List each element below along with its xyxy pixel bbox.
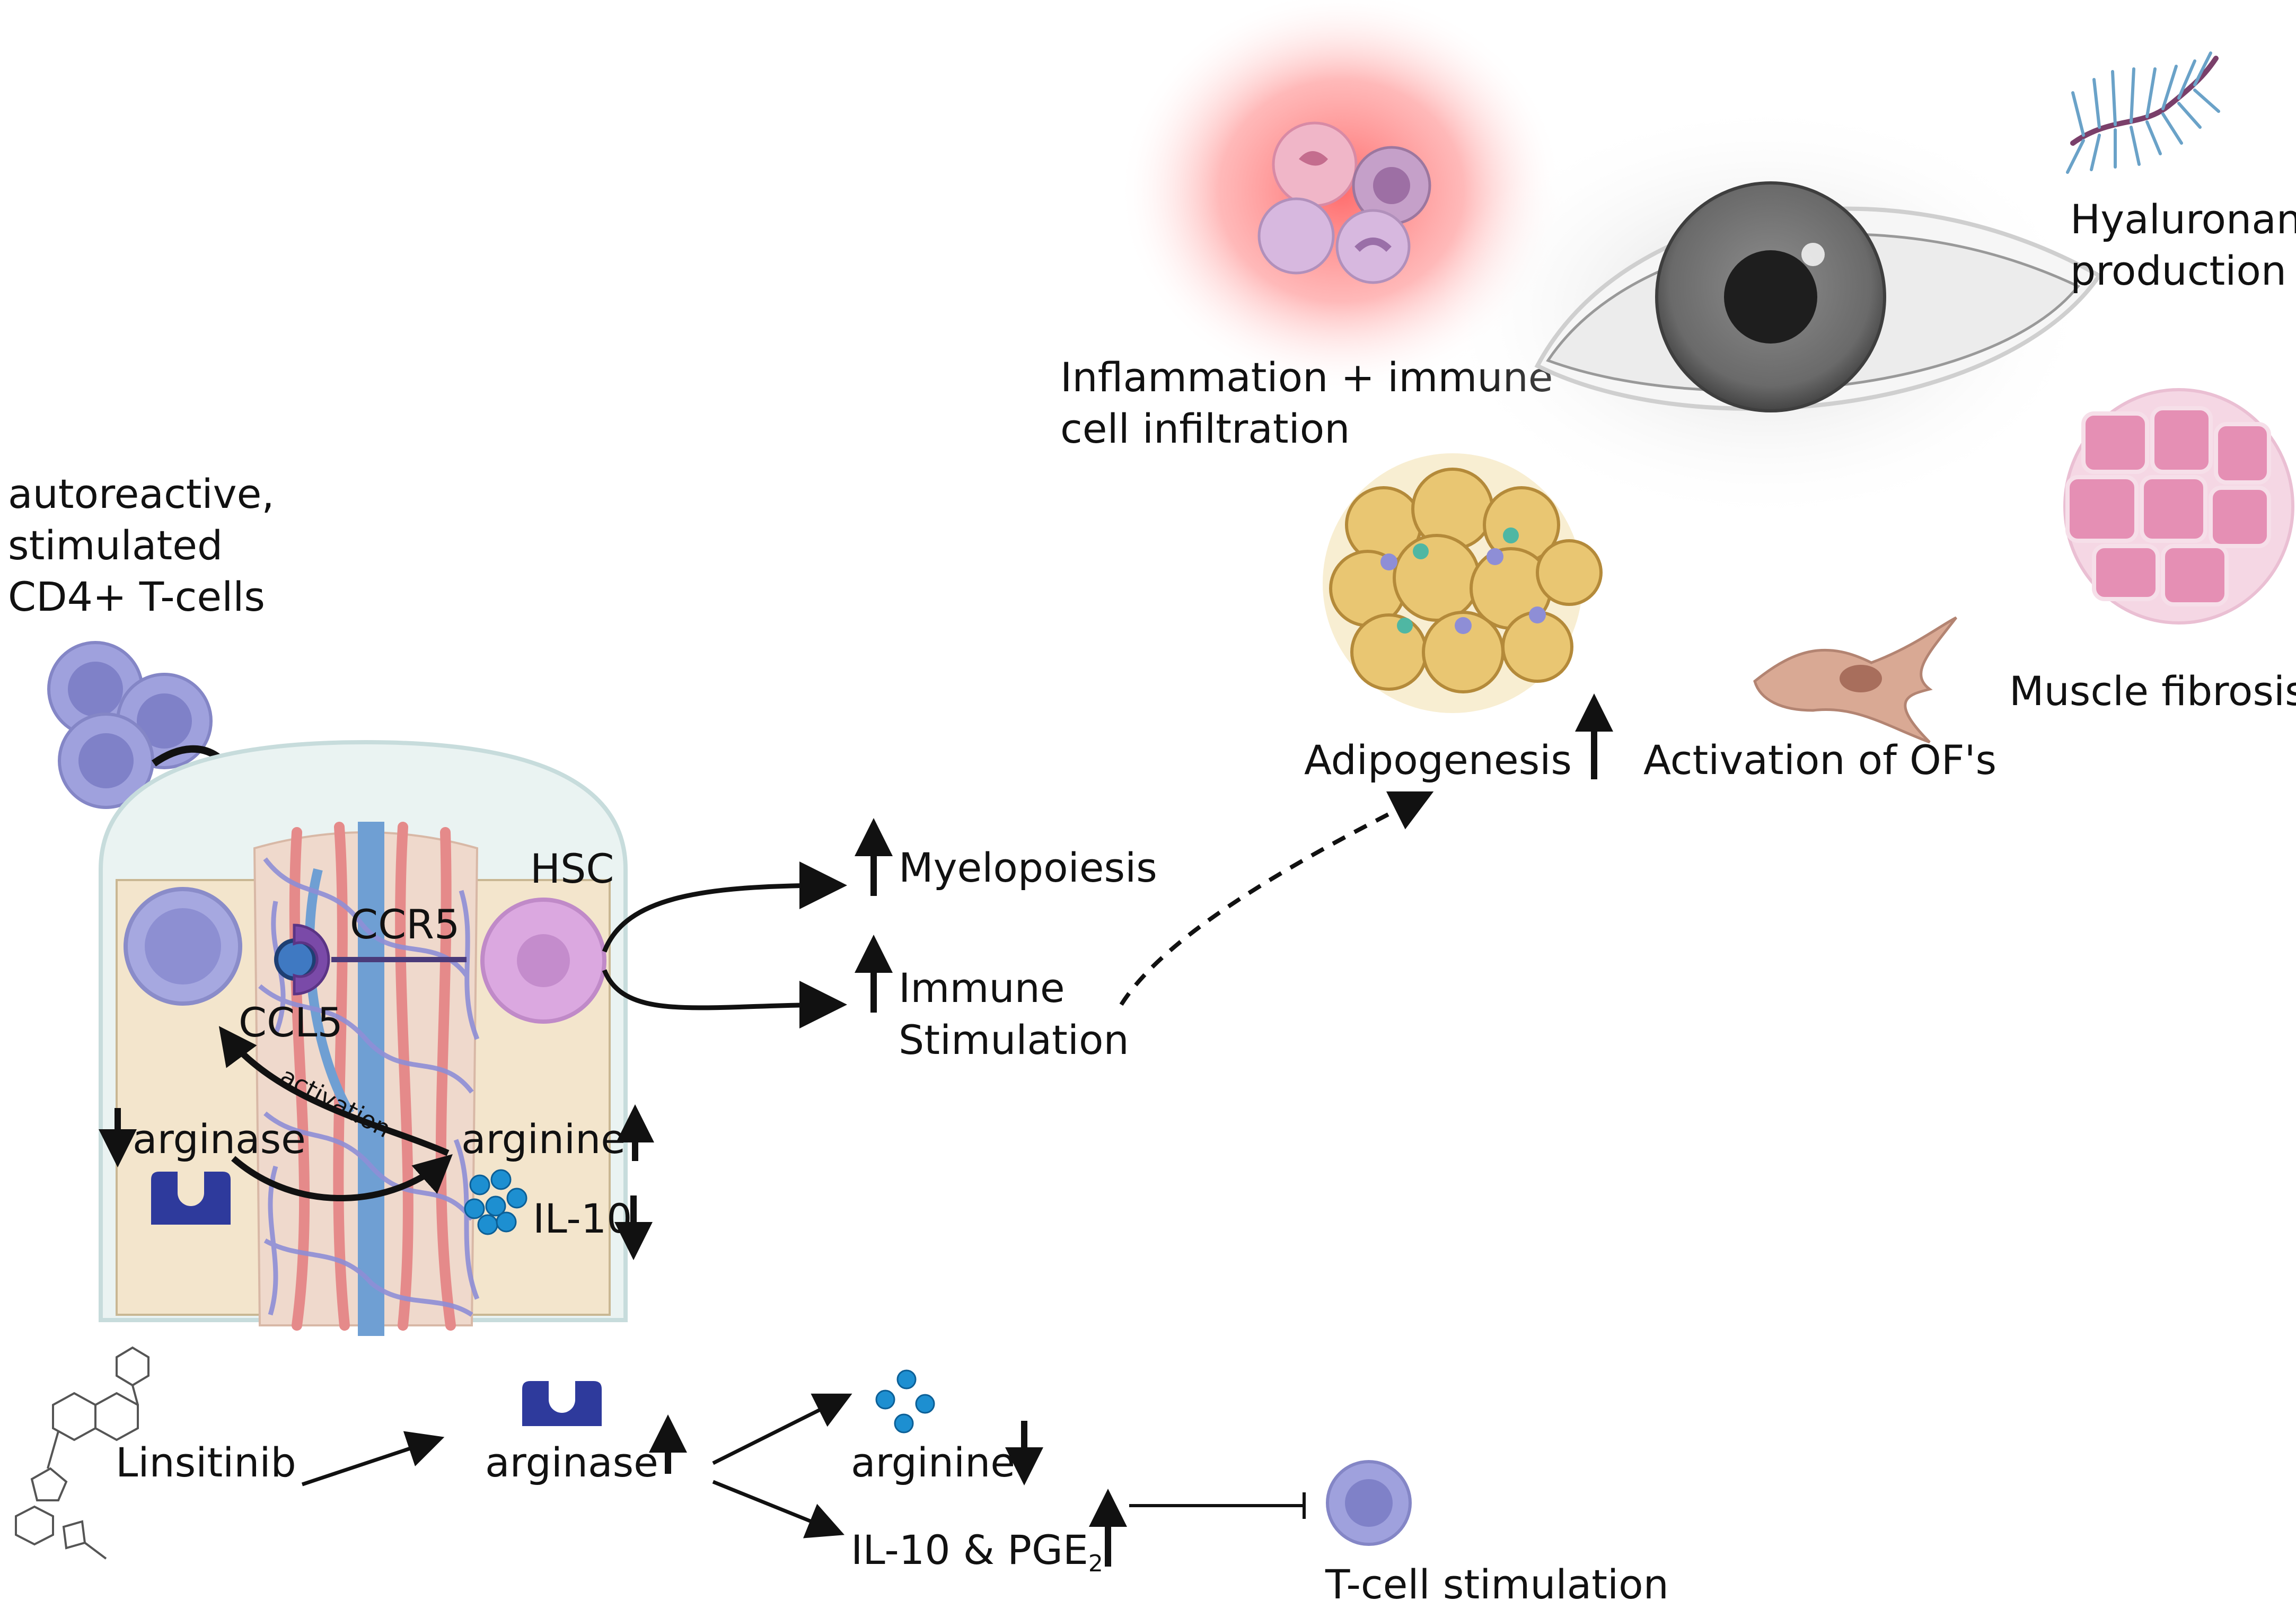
- eye-illustration: [1437, 101, 2103, 525]
- hyaluronan-label-2: production: [2070, 247, 2286, 294]
- myelopoiesis-arrow: [602, 861, 847, 953]
- t-cells-label-3: CD4+ T-cells: [8, 573, 265, 620]
- linsitinib-structure-icon: [15, 1346, 149, 1560]
- t-cells-label-1: autoreactive,: [8, 470, 275, 517]
- adipose-tissue-icon: [1323, 453, 1603, 713]
- fibroblast-nucleus: [1840, 665, 1882, 692]
- arginine-marrow-label: arginine: [461, 1115, 626, 1163]
- arginine-bottom-label: arginine: [851, 1439, 1015, 1486]
- linsitinib-arrow: [301, 1431, 445, 1487]
- adipogenesis-label: Adipogenesis: [1304, 736, 1572, 784]
- t-cells-label-2: stimulated: [8, 522, 223, 569]
- il10-branch-arrow: [712, 1480, 844, 1538]
- ccl5-label: CCL5: [239, 999, 343, 1046]
- inflammation-label-2: cell infiltration: [1060, 405, 1350, 452]
- activation-ofs-label: Activation of OF's: [1643, 736, 1996, 784]
- linsitinib-label: Linsitinib: [116, 1439, 296, 1486]
- il10-marrow-label: IL-10: [533, 1195, 632, 1242]
- arginine-bottom-icon: [875, 1369, 935, 1434]
- arginase-enzyme-icon: [151, 1172, 231, 1225]
- immune-label-1: Immune: [899, 964, 1065, 1012]
- immune-label-2: Stimulation: [899, 1016, 1129, 1063]
- hsc-label: HSC: [530, 845, 614, 892]
- il10-pge2-label: IL-10 & PGE2: [851, 1526, 1103, 1577]
- t-cell-stimulation-label: T-cell stimulation: [1325, 1561, 1669, 1606]
- muscle-tissue-icon: [2063, 388, 2294, 625]
- arginine-molecules-icon: [464, 1169, 527, 1235]
- muscle-fibrosis-label: Muscle fibrosis: [2009, 667, 2296, 715]
- arginase-marrow-label: arginase: [133, 1115, 306, 1163]
- hyaluronan-molecule-icon: [2066, 51, 2220, 174]
- activation-arrow: [218, 1026, 450, 1156]
- arginase-to-arginine-arrow: [231, 1154, 453, 1201]
- arginase-bottom-icon: [522, 1381, 602, 1426]
- t-cell-cluster-icon: [47, 641, 213, 809]
- hyaluronan-label-1: Hyaluronan: [2070, 196, 2296, 243]
- immune-stimulation-arrow: [602, 969, 847, 1029]
- ccr5-label: CCR5: [350, 901, 460, 948]
- ccr5-receptor: [293, 924, 330, 996]
- myelopoiesis-label: Myelopoiesis: [899, 844, 1157, 891]
- bone-marrow-illustration: [99, 740, 628, 1336]
- arginase-bottom-label: arginase: [485, 1439, 658, 1486]
- dashed-orbit-arrow: [1119, 791, 1434, 1006]
- arginine-branch-arrow: [712, 1393, 852, 1465]
